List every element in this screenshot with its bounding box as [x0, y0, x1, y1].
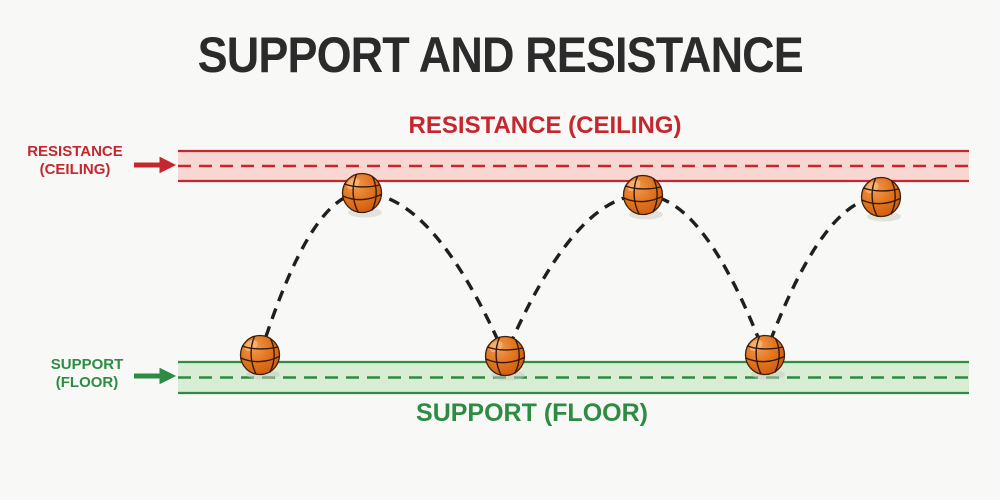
basketballs [239, 172, 902, 382]
resistance-arrow-icon [134, 156, 177, 174]
support-band-label: SUPPORT (FLOOR) [416, 399, 648, 427]
resistance-band-label: RESISTANCE (CEILING) [408, 112, 682, 139]
page-title-text: SUPPORT AND RESISTANCE [197, 27, 803, 83]
support-side-label-line2: (FLOOR) [55, 373, 119, 391]
support-band [178, 360, 969, 395]
resistance-side-label-line2: (CEILING) [39, 160, 111, 178]
support-arrow-icon [134, 367, 177, 385]
basketball-icon [341, 172, 383, 219]
resistance-side-label-line1: RESISTANCE [27, 143, 123, 160]
page-title: SUPPORT AND RESISTANCE [0, 26, 1000, 84]
basketball-icon [860, 176, 902, 223]
resistance-side-label: RESISTANCE (CEILING) [8, 143, 142, 178]
support-side-label: SUPPORT (FLOOR) [20, 356, 154, 391]
basketball-icon [622, 174, 664, 221]
support-side-label-line1: SUPPORT [50, 356, 124, 373]
bounce-path [258, 191, 882, 361]
resistance-band [178, 149, 969, 183]
